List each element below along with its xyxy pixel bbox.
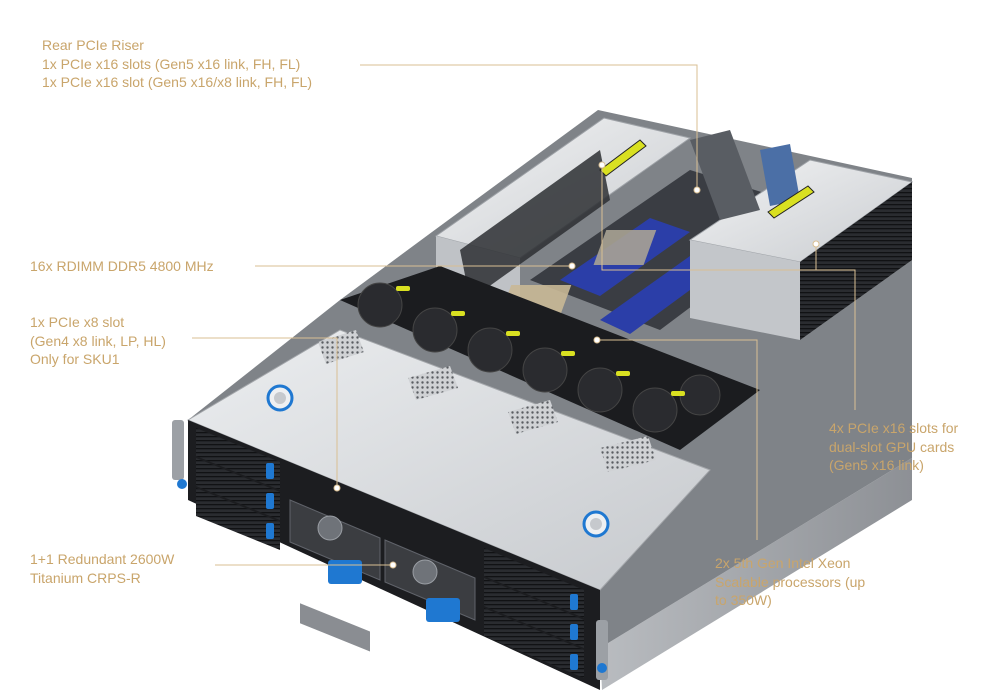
leader-rear-riser	[360, 64, 698, 190]
riser-cable-tunnel	[460, 150, 610, 300]
chassis-right-side	[600, 458, 912, 690]
leader-lines	[192, 64, 856, 569]
pcie-x8-bracket	[300, 603, 370, 652]
cover-thumbscrews	[266, 384, 610, 538]
fan	[632, 387, 678, 433]
gpu-cage-right-front	[690, 240, 800, 340]
fan	[522, 347, 568, 393]
callout-rdimm: 16x RDIMM DDR5 4800 MHz	[30, 257, 214, 276]
callout-pcie-x8: 1x PCIe x8 slot (Gen4 x8 link, LP, HL) O…	[30, 313, 166, 369]
fan	[412, 307, 458, 353]
gpu-mesh-panel	[800, 182, 912, 340]
rear-pcie-cards	[690, 130, 760, 220]
callout-line: 4x PCIe x16 slots for	[829, 420, 959, 436]
callout-line: Rear PCIe Riser	[42, 37, 144, 53]
callout-line: 16x RDIMM DDR5 4800 MHz	[30, 258, 214, 274]
callout-gpu-slots: 4x PCIe x16 slots for dual-slot GPU card…	[829, 419, 958, 475]
fan	[679, 374, 721, 416]
psu-modules	[289, 499, 476, 622]
cover-vents	[318, 330, 656, 472]
drive-bays-right	[484, 548, 584, 678]
callout-line: Titanium CRPS-R	[30, 569, 141, 586]
riser-card-blue	[760, 144, 800, 206]
callout-line: 1x PCIe x8 slot	[30, 314, 125, 330]
callout-line: to 350W)	[715, 592, 772, 608]
callout-line: 1+1 Redundant 2600W	[30, 551, 175, 567]
callout-line: 2x 5th Gen Intel Xeon	[715, 555, 851, 571]
callout-psu: 1+1 Redundant 2600W Titanium CRPS-R	[30, 550, 174, 587]
fan	[467, 327, 513, 373]
leader-cpu	[597, 339, 758, 540]
cpu-heatsink-2	[593, 230, 657, 265]
callout-cpu: 2x 5th Gen Intel Xeon Scalable processor…	[715, 554, 865, 610]
callout-rear-riser: Rear PCIe Riser 1x PCIe x16 slots (Gen5 …	[42, 36, 312, 92]
fan	[577, 367, 623, 413]
fan	[357, 282, 403, 328]
drive-release-tabs	[266, 463, 578, 670]
callout-line: Scalable processors (up	[715, 573, 866, 590]
fan-row	[357, 282, 721, 433]
callout-line: (Gen5 x16 link)	[829, 457, 924, 473]
callout-line: dual-slot GPU cards	[829, 438, 955, 455]
riser-latches	[599, 139, 815, 219]
fan-latches	[396, 286, 685, 396]
rack-ears	[172, 420, 608, 680]
callout-line: (Gen4 x8 link, LP, HL)	[30, 332, 166, 349]
callout-line: Only for SKU1	[30, 351, 120, 367]
leader-gpu	[700, 269, 856, 410]
callout-line: 1x PCIe x16 slot (Gen5 x16/x8 link, FH, …	[42, 74, 312, 90]
callout-line: 1x PCIe x16 slots (Gen5 x16 link, FH, FL…	[42, 55, 301, 72]
drive-bays-left	[196, 428, 280, 550]
front-top-cover	[186, 329, 711, 591]
leader-pcie-x8	[192, 337, 338, 488]
